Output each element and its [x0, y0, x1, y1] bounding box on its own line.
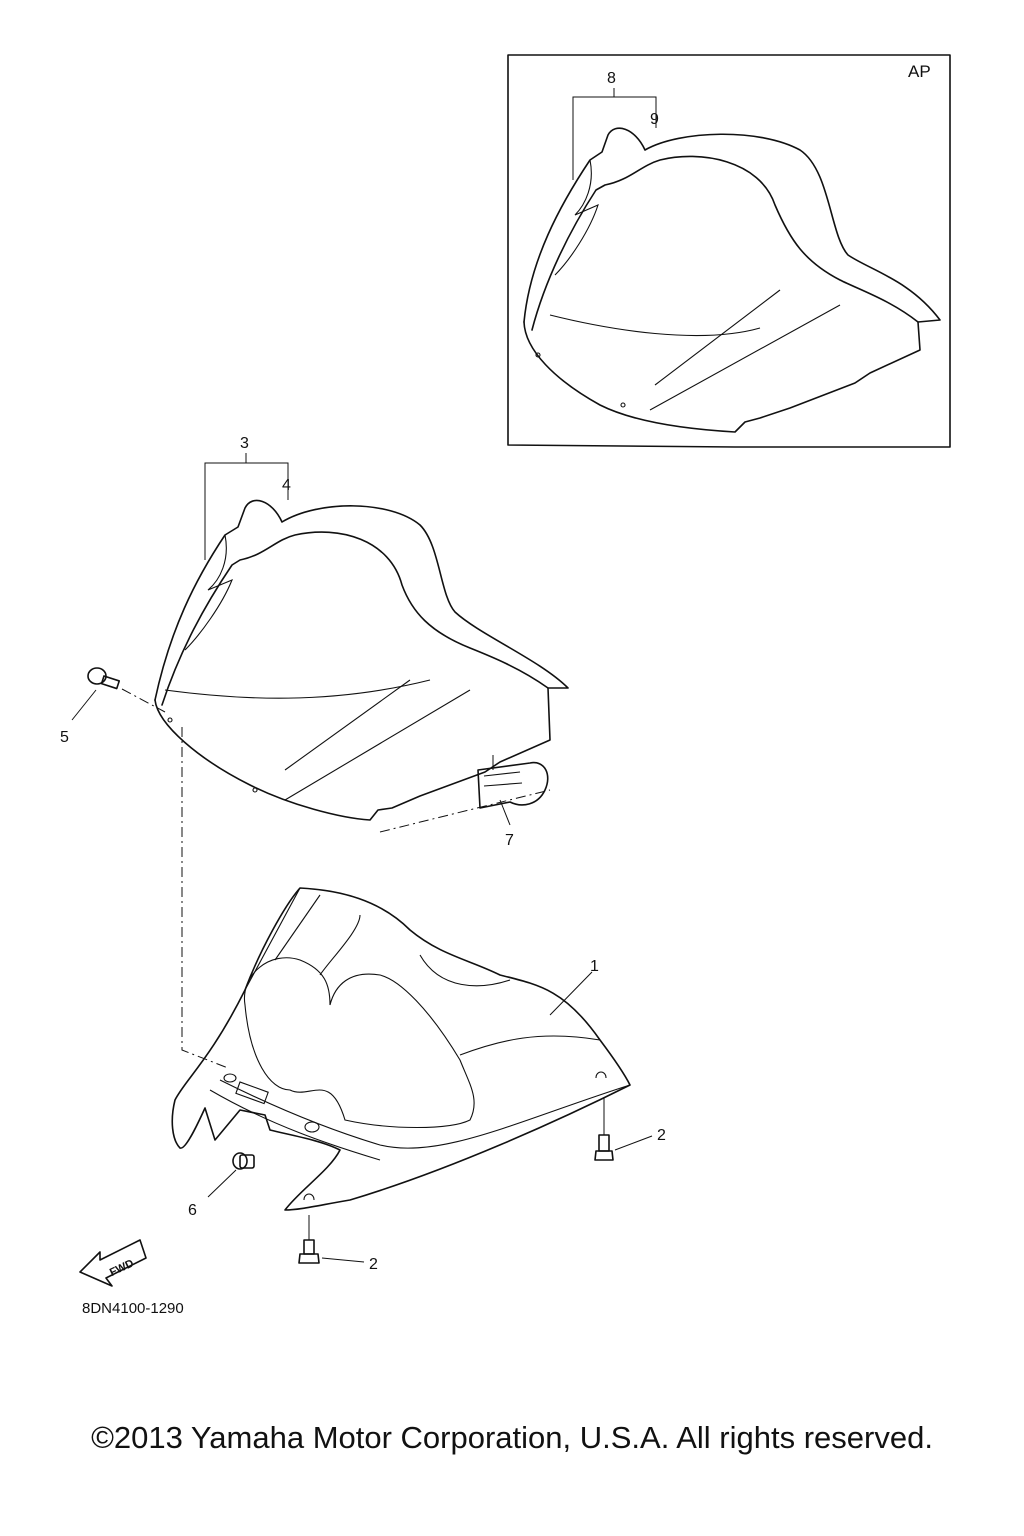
callout-2-right: 2 [657, 1127, 666, 1144]
bolt-2-right [594, 1098, 614, 1161]
drawing-code: 8DN4100-1290 [82, 1300, 184, 1317]
copyright-notice: ©2013 Yamaha Motor Corporation, U.S.A. A… [91, 1420, 933, 1455]
callout-5: 5 [60, 729, 69, 746]
cowl-1 [171, 887, 631, 1211]
grommet-6 [232, 1152, 255, 1170]
callout-8: 8 [607, 70, 616, 87]
fwd-arrow-icon: FWD [79, 1239, 147, 1287]
callout-6: 6 [188, 1202, 197, 1219]
callout-4: 4 [282, 477, 291, 494]
windshield-main [154, 499, 569, 833]
bolt-2-bottom [298, 1215, 320, 1264]
bolt-5 [87, 667, 166, 713]
callout-1: 1 [590, 958, 599, 975]
inset-label: AP [908, 62, 931, 81]
inset-panel: AP 8 9 [507, 54, 951, 448]
callout-2-bottom: 2 [369, 1256, 378, 1273]
clip-7 [477, 755, 549, 809]
callout-3: 3 [240, 435, 249, 452]
fwd-label: FWD [108, 1258, 136, 1279]
callout-9: 9 [650, 111, 659, 128]
callout-7: 7 [505, 832, 514, 849]
windshield-inset [523, 127, 941, 433]
